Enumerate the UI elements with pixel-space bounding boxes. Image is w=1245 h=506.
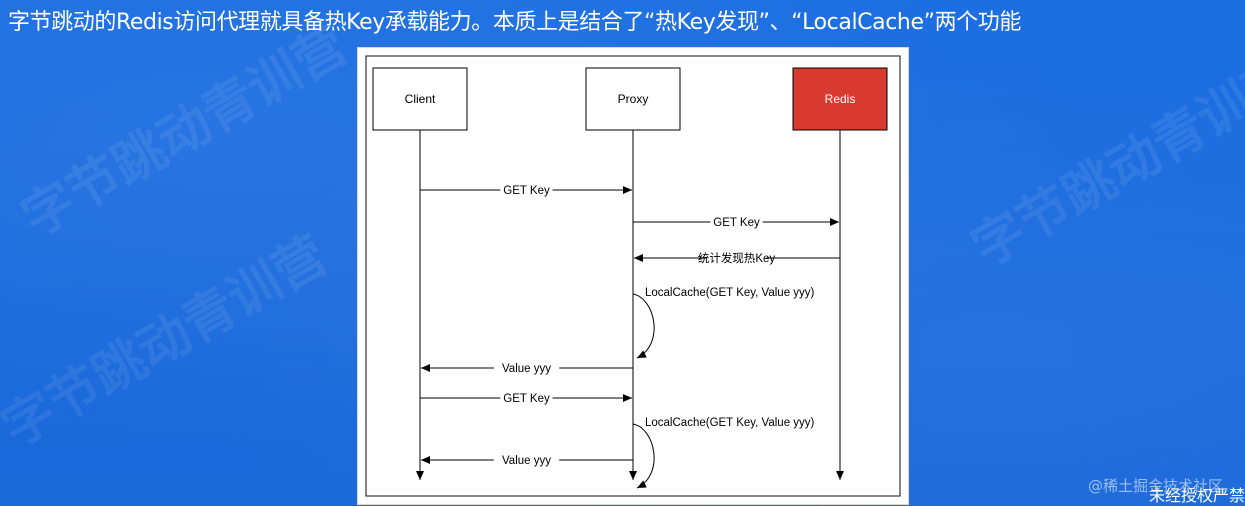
footer-copyright-notice: 未经授权严禁 xyxy=(1148,486,1245,505)
message-label-background xyxy=(500,182,553,196)
participant-label-proxy: Proxy xyxy=(618,92,649,106)
message-label-background xyxy=(500,390,553,404)
slide-title: 字节跳动的Redis访问代理就具备热Key承载能力。本质上是结合了“热Key发现… xyxy=(8,10,1021,35)
diagram-frame xyxy=(365,55,901,497)
participant-box-redis xyxy=(792,67,888,131)
participant-label-redis: Redis xyxy=(825,92,856,106)
message-label: LocalCache(GET Key, Value yyy) xyxy=(645,287,815,299)
message-label: GET Key xyxy=(503,185,550,197)
message-label-background xyxy=(707,250,766,264)
self-message-arrow xyxy=(632,293,655,359)
message-label: LocalCache(GET Key, Value yyy) xyxy=(645,417,815,429)
message-label-background xyxy=(493,360,560,374)
message-label-background xyxy=(493,452,560,466)
message-label-background xyxy=(710,214,763,228)
message-label: GET Key xyxy=(713,217,760,229)
message-label: 统计发现热Key xyxy=(698,251,776,265)
participant-box-client xyxy=(372,67,468,131)
participant-label-client: Client xyxy=(405,92,436,106)
message-label: Value yyy xyxy=(502,363,551,375)
footer-site-watermark: @稀土掘金技术社区 xyxy=(1087,477,1223,495)
message-label: GET Key xyxy=(503,393,550,405)
self-message-arrow xyxy=(632,423,655,489)
participant-box-proxy xyxy=(585,67,681,131)
message-label: Value yyy xyxy=(502,455,551,467)
